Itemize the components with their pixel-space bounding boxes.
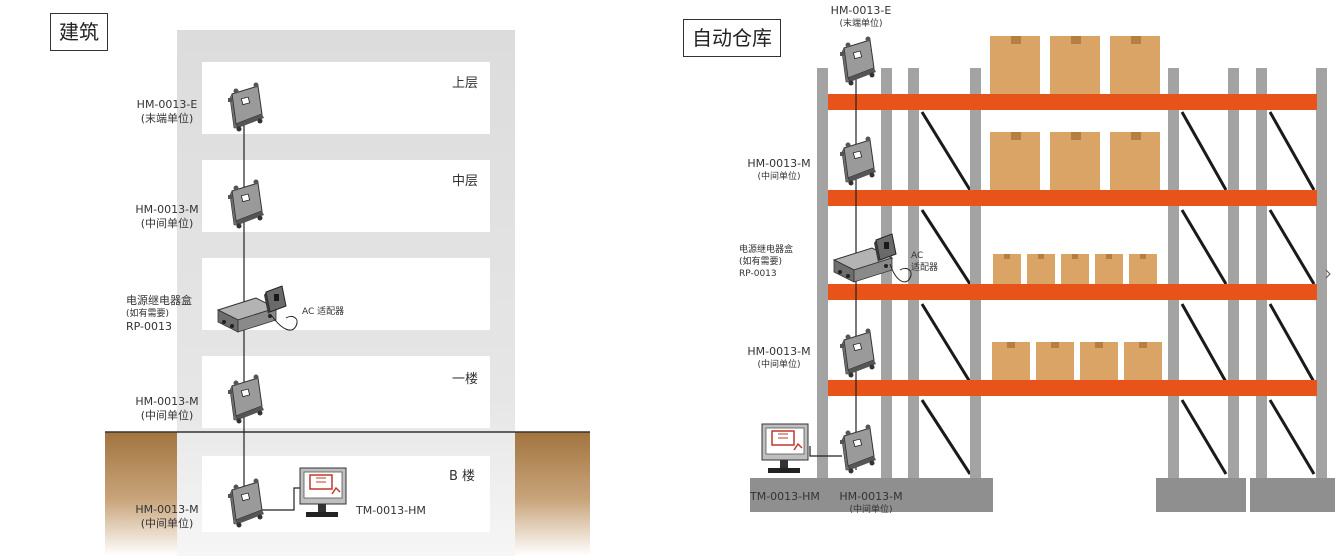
relay-label: 电源继电器盒 (如有需要) RP-0013 xyxy=(126,294,192,334)
rack-post xyxy=(970,68,981,478)
box xyxy=(990,132,1040,190)
wh-mid-unit-model-3: HM-0013-M xyxy=(839,490,903,503)
mid-unit-label-1: HM-0013-M (中间单位) xyxy=(128,203,206,231)
relay-model: RP-0013 xyxy=(126,320,172,333)
rack-post xyxy=(1228,68,1239,478)
warehouse-diagram xyxy=(750,36,1335,512)
box xyxy=(1124,342,1162,382)
rack-beam xyxy=(828,94,1317,110)
relay-sub: (如有需要) xyxy=(126,309,170,319)
end-unit-sub: (末端单位) xyxy=(140,112,194,125)
mid-unit-label-2: HM-0013-M (中间单位) xyxy=(128,395,206,423)
floor-label-upper: 上层 xyxy=(452,76,479,91)
box xyxy=(990,36,1040,94)
building-title: 建筑 xyxy=(50,13,108,51)
wh-mid-unit-model-1: HM-0013-M xyxy=(747,157,811,170)
adapter-cable xyxy=(271,315,298,331)
wh-adapter-a: AC xyxy=(911,251,924,261)
wh-mid-unit-label-1: HM-0013-M (中间单位) xyxy=(740,157,818,183)
ground-right xyxy=(515,432,590,556)
wh-mid-unit-sub-1: (中间单位) xyxy=(757,172,801,182)
rack-post xyxy=(908,68,919,478)
relay-name: 电源继电器盒 xyxy=(126,294,192,307)
wh-end-unit-model: HM-0013-E xyxy=(830,4,892,17)
mid-unit-model-2: HM-0013-M xyxy=(135,395,199,408)
mid-unit-model-3: HM-0013-M xyxy=(135,503,199,516)
mid-unit-sensor-icon-1 xyxy=(839,136,877,186)
rack-base xyxy=(1250,478,1335,512)
wh-mid-unit-label-2: HM-0013-M (中间单位) xyxy=(740,345,818,371)
wh-relay-name: 电源继电器盒 xyxy=(739,245,794,255)
end-unit-label: HM-0013-E (末端单位) xyxy=(128,98,206,126)
box xyxy=(1110,36,1160,94)
wh-end-unit-sub: (末端单位) xyxy=(839,19,883,29)
building-diagram xyxy=(105,30,590,556)
box xyxy=(1110,132,1160,190)
rack-beam xyxy=(828,284,1317,300)
floor-label-middle: 中层 xyxy=(452,174,479,189)
rack-post xyxy=(1168,68,1179,478)
wh-relay-model: RP-0013 xyxy=(739,269,777,279)
mid-unit-label-3: HM-0013-M (中间单位) xyxy=(128,503,206,531)
rack-base xyxy=(750,478,993,512)
rack-base xyxy=(1156,478,1246,512)
mid-unit-sensor-icon-2 xyxy=(839,328,877,378)
terminal-monitor-icon xyxy=(761,423,809,474)
mid-unit-sub-1: (中间单位) xyxy=(140,217,194,230)
end-unit-sensor-icon xyxy=(839,36,877,86)
chevron-right-icon xyxy=(1325,269,1331,279)
box xyxy=(1036,342,1074,382)
terminal-label: TM-0013-HM xyxy=(356,504,426,517)
adapter-cable xyxy=(889,263,912,283)
box xyxy=(1050,132,1100,190)
rack-post xyxy=(817,68,828,478)
rack-beam xyxy=(828,190,1317,206)
end-unit-model: HM-0013-E xyxy=(136,98,198,111)
box xyxy=(1080,342,1118,382)
floor-label-first: 一楼 xyxy=(452,372,479,387)
box xyxy=(992,342,1030,382)
adapter-label: AC 适配器 xyxy=(302,307,345,317)
ground-left xyxy=(105,432,177,556)
wh-end-unit-label: HM-0013-E (末端单位) xyxy=(822,4,900,30)
wh-mid-unit-model-2: HM-0013-M xyxy=(747,345,811,358)
rack-beam xyxy=(828,380,1317,396)
wh-mid-unit-sub-3: (中间单位) xyxy=(849,505,893,515)
mid-unit-model-1: HM-0013-M xyxy=(135,203,199,216)
wh-mid-unit-label-3: HM-0013-M (中间单位) xyxy=(832,490,910,516)
wh-relay-sub: (如有需要) xyxy=(739,257,783,267)
warehouse-title: 自动仓库 xyxy=(683,19,781,57)
wh-terminal-label: TM-0013-HM xyxy=(750,490,820,503)
rack-post xyxy=(881,68,892,478)
terminal-cable xyxy=(258,487,302,511)
mid-unit-sensor-icon-3 xyxy=(839,424,877,474)
wh-adapter-b: 适配器 xyxy=(911,263,939,273)
rack-post xyxy=(1256,68,1267,478)
wh-mid-unit-sub-2: (中间单位) xyxy=(757,360,801,370)
mid-unit-sub-2: (中间单位) xyxy=(140,409,194,422)
wh-relay-label: 电源继电器盒 (如有需要) RP-0013 xyxy=(739,244,793,280)
floor-label-basement: B 楼 xyxy=(449,469,476,484)
terminal-cable xyxy=(809,446,842,457)
mid-unit-sub-3: (中间单位) xyxy=(140,517,194,530)
box xyxy=(1050,36,1100,94)
wh-adapter-label: AC 适配器 xyxy=(911,250,938,274)
rack-post xyxy=(1316,68,1327,478)
